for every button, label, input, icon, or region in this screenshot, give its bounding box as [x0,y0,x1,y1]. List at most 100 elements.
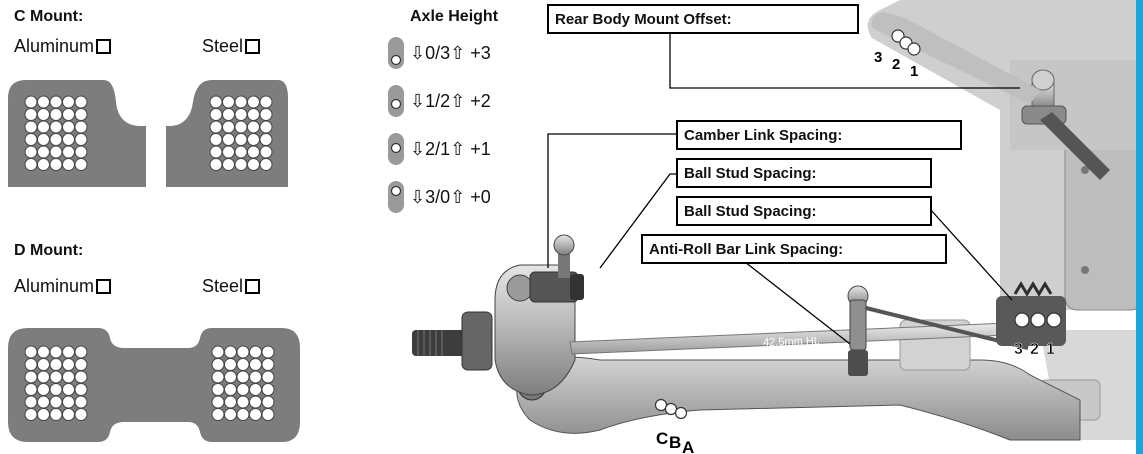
accent-bar [1136,0,1143,454]
mount-hole [259,145,273,159]
c-mount-aluminum-checkbox[interactable] [96,39,112,54]
mount-hole [224,370,237,384]
d-mount-steel-option: Steel [202,276,261,297]
hub-hole-label-2: 2 [1030,341,1039,358]
mount-hole [247,108,260,121]
arm-hole-label-a: A [682,438,694,454]
mount-hole [24,395,38,409]
mount-hole [236,408,250,421]
mount-hole [74,158,88,171]
mount-hole [49,120,63,134]
mount-hole [49,395,63,409]
axle-height-option-3[interactable]: ⇩2/1⇧ +1 [386,132,491,166]
mount-hole [37,408,50,421]
mount-hole [222,133,235,146]
mount-hole [24,408,38,421]
d-mount-title: D Mount: [14,242,84,259]
mount-hole [234,108,248,121]
callout-anti-roll-bar-link-spacing: Anti-Roll Bar Link Spacing: [641,234,947,264]
hub-hole-label-3: 3 [1014,341,1023,358]
mount-hole [37,120,50,134]
d-mount-plate [8,328,300,442]
mount-hole [261,395,275,409]
mount-hole [249,358,262,371]
mount-hole [24,133,38,146]
mount-hole [24,370,38,384]
mount-hole [74,120,88,134]
hub-hole-label-1: 1 [1046,341,1055,358]
mount-hole [222,108,235,121]
mount-hole [49,158,63,171]
mount-hole [261,358,275,371]
mount-hole [62,358,75,371]
mount-hole [261,408,275,421]
c-mount-aluminum-plate [8,80,146,187]
mount-hole [74,95,88,109]
axle-height-option-2[interactable]: ⇩1/2⇧ +2 [386,84,491,118]
mount-hole [209,145,223,159]
mount-hole [37,133,50,146]
mount-hole [222,95,235,109]
d-mount-steel-label: Steel [202,276,244,296]
mount-hole [247,145,260,159]
d-mount-aluminum-label: Aluminum [14,276,95,296]
axle-insert-icon [388,37,404,69]
mount-hole [62,345,75,359]
mount-hole [222,120,235,134]
c-mount-steel-checkbox[interactable] [245,39,261,54]
mount-hole [211,408,225,421]
axle-insert-icon [388,181,404,213]
mount-hole [224,408,237,421]
mount-hole [62,145,75,159]
bar-marking: 42.5mm Ht. [763,335,820,349]
mount-hole [236,383,250,396]
d-mount-aluminum-option: Aluminum [14,276,112,297]
mount-hole [62,120,75,134]
mount-hole [249,345,262,359]
mount-hole [236,395,250,409]
body-mount-hole-group: 3 2 1 [871,12,1040,104]
mount-hole [24,383,38,396]
mount-hole [234,120,248,134]
body-mount-hole-label-2: 2 [892,56,900,73]
mount-hole [236,358,250,371]
mount-hole [222,145,235,159]
mount-hole [209,158,223,171]
axle-height-option-1[interactable]: ⇩0/3⇧ +3 [386,36,491,70]
mount-hole [209,108,223,121]
ball-stud-hole-group: 3 2 1 [996,281,1066,358]
body-mount-hole-label-3: 3 [874,49,882,66]
mount-hole [224,395,237,409]
axle-height-option-text: ⇩1/2⇧ +2 [410,90,491,111]
mount-hole [236,345,250,359]
mount-hole [259,108,273,121]
axle-height-option-text: ⇩3/0⇧ +0 [410,186,491,207]
mount-hole [24,158,38,171]
axle-height-option-4[interactable]: ⇩3/0⇧ +0 [386,180,491,214]
mount-hole [74,108,88,121]
mount-hole [37,95,50,109]
mount-hole [24,145,38,159]
mount-hole [49,108,63,121]
d-mount-aluminum-checkbox[interactable] [96,279,112,294]
mount-hole [74,133,88,146]
mount-hole [37,383,50,396]
mount-hole [62,108,75,121]
mount-hole [74,145,88,159]
callout-leader-lines [547,34,1020,345]
mount-hole [37,145,50,159]
mount-hole [211,345,225,359]
mount-hole [249,370,262,384]
mount-hole [62,370,75,384]
mount-hole [224,358,237,371]
mount-hole [224,383,237,396]
mount-hole [211,370,225,384]
mount-hole [49,358,63,371]
mount-hole [249,395,262,409]
body-mount-hole-label-1: 1 [910,63,918,80]
mount-hole [49,145,63,159]
axle-height-title: Axle Height [410,8,499,25]
callout-ball-stud-spacing-1-text: Ball Stud Spacing: [684,164,817,182]
d-mount-steel-checkbox[interactable] [245,279,261,294]
mount-hole [259,158,273,171]
